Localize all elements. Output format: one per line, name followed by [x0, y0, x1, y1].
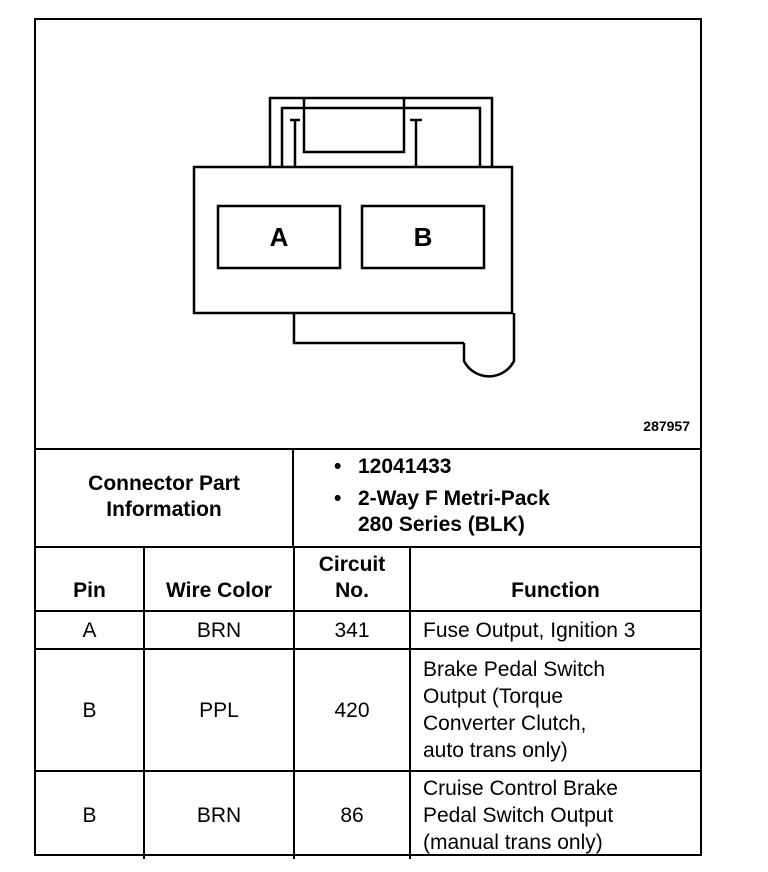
cell-wire-color: BRN: [143, 610, 295, 650]
cell-function: Cruise Control Brake Pedal Switch Output…: [409, 770, 700, 859]
pin-table: Pin Wire Color Circuit No. Function A BR…: [36, 546, 700, 859]
cell-pin: B: [36, 648, 145, 772]
header-circuit-no: Circuit No.: [293, 546, 411, 612]
cell-circuit: 341: [293, 610, 411, 650]
bullet-icon: •: [334, 455, 342, 478]
connector-part-information: Connector Part Information • 12041433 • …: [36, 448, 700, 548]
part-number-item: • 12041433: [294, 454, 700, 480]
cell-function: Fuse Output, Ignition 3: [409, 610, 700, 650]
lock-tab-outline: [268, 96, 494, 167]
cell-wire-color: BRN: [143, 770, 295, 859]
connector-diagram: A B 287957: [36, 20, 700, 450]
header-function: Function: [409, 546, 700, 612]
cell-function: Brake Pedal Switch Output (Torque Conver…: [409, 648, 700, 772]
header-pin: Pin: [36, 546, 145, 612]
figure-number: 287957: [643, 418, 690, 434]
connector-key: [292, 313, 464, 345]
cell-circuit: 420: [293, 648, 411, 772]
connector-type: 2-Way F Metri-Pack 280 Series (BLK): [358, 487, 550, 536]
part-info-heading-line1: Connector Part: [88, 472, 240, 495]
cell-pin: A: [36, 610, 145, 650]
connector-info-frame: A B 287957 Connector Part Information • …: [34, 18, 702, 859]
part-number: 12041433: [358, 455, 452, 478]
cell-wire-color: PPL: [143, 648, 295, 772]
connector-type-item: • 2-Way F Metri-Pack 280 Series (BLK): [294, 486, 700, 538]
header-wire-color: Wire Color: [143, 546, 295, 612]
part-info-list: • 12041433 • 2-Way F Metri-Pack 280 Seri…: [294, 454, 700, 544]
bullet-icon: •: [334, 487, 342, 510]
pin-cavity-b: [360, 204, 486, 270]
part-info-heading-line2: Information: [106, 498, 222, 521]
part-info-heading: Connector Part Information: [36, 448, 294, 546]
table-header-row: Pin Wire Color Circuit No. Function: [36, 546, 700, 612]
table-row: B PPL 420 Brake Pedal Switch Output (Tor…: [36, 648, 700, 772]
table-row: A BRN 341 Fuse Output, Ignition 3: [36, 610, 700, 650]
lock-tab-inner: [280, 106, 482, 167]
cell-pin: B: [36, 770, 145, 859]
pin-label-a: A: [270, 222, 289, 252]
table-row: B BRN 86 Cruise Control Brake Pedal Swit…: [36, 770, 700, 859]
pin-cavity-a: [216, 204, 342, 270]
pin-label-b: B: [414, 222, 433, 252]
connector-body: [192, 165, 514, 315]
cell-circuit: 86: [293, 770, 411, 859]
connector-face-drawing: A B: [192, 96, 516, 378]
